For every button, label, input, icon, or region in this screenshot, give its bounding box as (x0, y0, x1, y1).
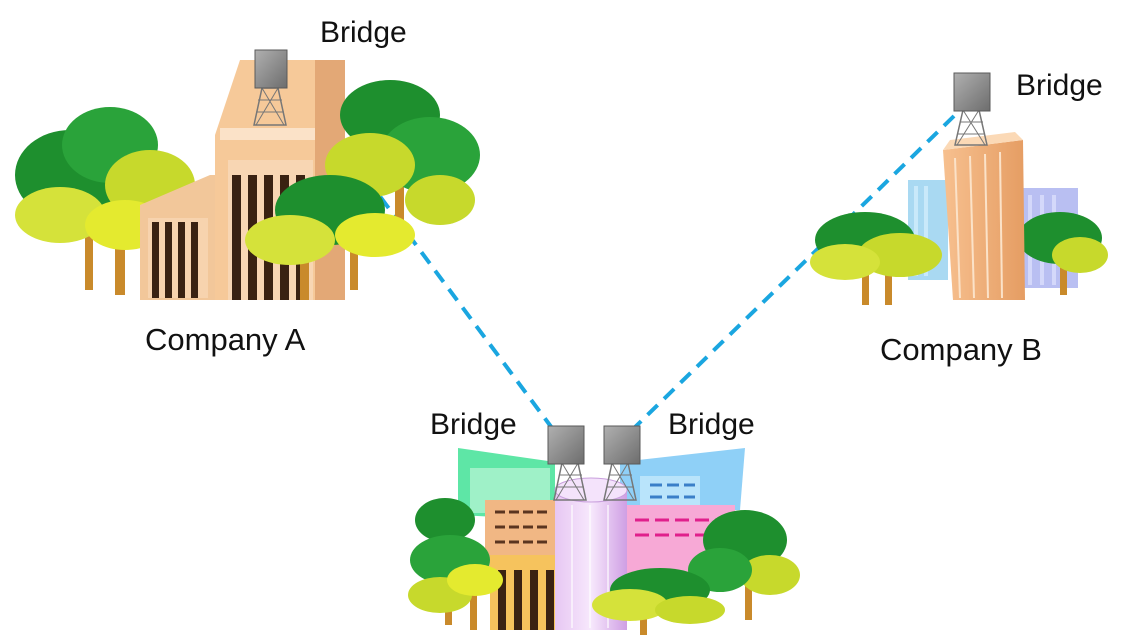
central-site: Bridge Bridge (408, 408, 800, 635)
bridge-label-b: Bridge (1016, 69, 1103, 102)
bridge-device-center-left (547, 425, 587, 501)
bridge-device-a (253, 49, 288, 126)
company-a-label: Company A (145, 322, 306, 357)
bridge-label-a: Bridge (320, 16, 407, 49)
company-b-label: Company B (880, 332, 1042, 367)
bridge-label-center-left: Bridge (430, 408, 517, 441)
bridge-device-b (953, 72, 991, 146)
company-b-tower (943, 132, 1025, 300)
bridge-device-center-right (603, 425, 641, 501)
bridge-label-center-right: Bridge (668, 408, 755, 441)
central-back-buildings (458, 448, 745, 520)
company-b-site: Bridge Company B (810, 69, 1108, 367)
company-b-trees (810, 212, 1108, 305)
link-company-b-to-center (628, 114, 956, 434)
company-a-building-low (140, 175, 230, 300)
central-trees (408, 498, 800, 635)
company-a-trees-right (245, 80, 480, 300)
company-a-site: Bridge Company A (15, 16, 480, 357)
